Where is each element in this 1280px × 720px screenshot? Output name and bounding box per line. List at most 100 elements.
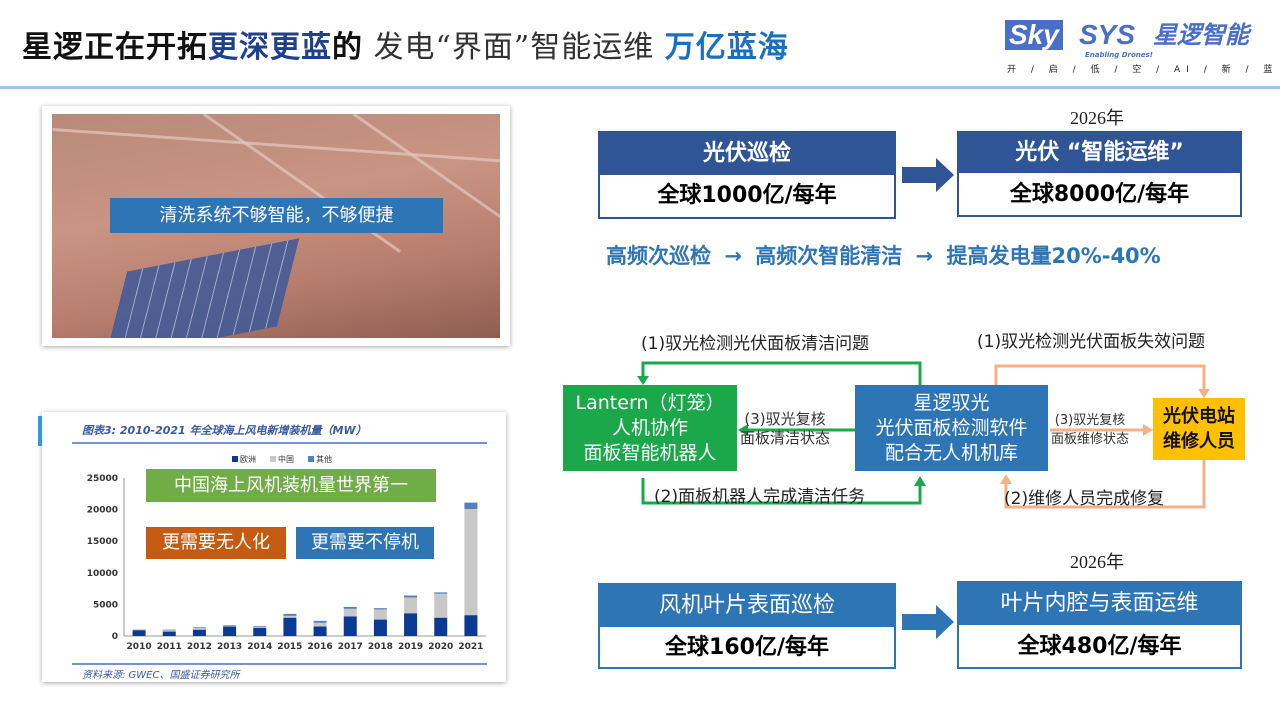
bar-中国-2014 bbox=[253, 626, 267, 628]
bar-欧洲-2010 bbox=[132, 630, 146, 636]
solar-panel-photo: 清洗系统不够智能，不够便捷 bbox=[42, 106, 510, 346]
arrow-right-icon bbox=[902, 158, 954, 192]
x-tick-label: 2018 bbox=[368, 642, 393, 652]
x-tick-label: 2021 bbox=[458, 642, 483, 652]
x-tick-label: 2017 bbox=[338, 642, 363, 652]
box-line: 星逻驭光 bbox=[913, 391, 990, 414]
box-line: 配合无人机机库 bbox=[884, 441, 1018, 464]
bar-欧洲-2013 bbox=[223, 626, 237, 636]
box-title: 光伏 “智能运维” bbox=[959, 133, 1240, 173]
year-label: 2026年 bbox=[1070, 552, 1124, 572]
flow-label-clean-done: (2)面板机器人完成清洁任务 bbox=[654, 487, 866, 507]
y-tick-label: 0 bbox=[112, 632, 118, 642]
slide-title: 星逻正在开拓更深更蓝的 发电“界面”智能运维 万亿蓝海 bbox=[22, 22, 789, 66]
bar-其他-2020 bbox=[434, 592, 448, 594]
year-label: 2026年 bbox=[1070, 108, 1124, 128]
lantern-robot-box: Lantern（灯笼） 人机协作 面板智能机器人 bbox=[563, 385, 737, 471]
bar-其他-2021 bbox=[464, 502, 478, 509]
legend-swatch bbox=[308, 456, 314, 462]
x-tick-label: 2014 bbox=[247, 642, 272, 652]
value-chain: 高频次巡检 → 高频次智能清洁 → 提高发电量20%-40% bbox=[606, 240, 1161, 270]
label-line: 面板维修状态 bbox=[1051, 432, 1130, 447]
title-part: 星逻正在开拓 bbox=[22, 30, 208, 65]
box-value: 全球480亿/每年 bbox=[1017, 634, 1182, 659]
bar-其他-2019 bbox=[404, 595, 418, 598]
flow-label-clean-detect: (1)驭光检测光伏面板清洁问题 bbox=[641, 334, 870, 354]
skysys-logo: Sky SYS 星逻智能 Enabling Drones! 开 / 启 / 低 … bbox=[1005, 19, 1280, 84]
bar-中国-2012 bbox=[192, 627, 206, 630]
x-tick-label: 2011 bbox=[157, 642, 182, 652]
bar-中国-2019 bbox=[404, 597, 418, 614]
bar-其他-2011 bbox=[162, 629, 176, 631]
title-divider bbox=[0, 86, 1280, 89]
logo-sys: SYS bbox=[1079, 19, 1136, 50]
solar-smart-ops-box: 光伏 “智能运维” 全球8000亿/每年 bbox=[957, 131, 1242, 217]
label-line: (3)驭光复核 bbox=[744, 410, 826, 428]
bar-其他-2012 bbox=[192, 627, 206, 628]
y-tick-label: 5000 bbox=[93, 600, 118, 610]
bar-中国-2015 bbox=[283, 615, 297, 618]
logo-sky: Sky bbox=[1005, 20, 1063, 50]
bar-其他-2018 bbox=[373, 608, 387, 610]
legend-label: 其他 bbox=[316, 454, 332, 464]
bar-中国-2013 bbox=[223, 625, 237, 627]
x-tick-label: 2020 bbox=[428, 642, 453, 652]
title-highlight-blue: 万亿蓝海 bbox=[664, 30, 789, 65]
yuguang-software-box: 星逻驭光 光伏面板检测软件 配合无人机机库 bbox=[855, 385, 1048, 471]
y-tick-label: 20000 bbox=[87, 506, 118, 516]
bar-中国-2021 bbox=[464, 508, 478, 616]
box-line: 光伏面板检测软件 bbox=[875, 416, 1028, 439]
bar-中国-2011 bbox=[162, 630, 176, 632]
logo-tagline: Enabling Drones! bbox=[1085, 51, 1153, 59]
bar-中国-2020 bbox=[434, 593, 448, 618]
box-value: 全球1000亿/每年 bbox=[657, 183, 837, 208]
box-line: 面板智能机器人 bbox=[583, 441, 717, 464]
solar-inspection-box: 光伏巡检 全球1000亿/每年 bbox=[598, 131, 896, 219]
bar-欧洲-2011 bbox=[162, 631, 176, 636]
bar-欧洲-2018 bbox=[373, 619, 387, 636]
arrow-right-icon bbox=[902, 605, 954, 639]
title-part: 的 bbox=[332, 30, 363, 65]
x-tick-label: 2013 bbox=[217, 642, 242, 652]
bar-欧洲-2015 bbox=[283, 617, 297, 636]
chain-step: 提高发电量20%-40% bbox=[946, 244, 1161, 268]
flow-label-clean-verify: (3)驭光复核面板清洁状态 bbox=[740, 410, 830, 448]
logo-slogan: 开 / 启 / 低 / 空 / AI / 新 / 蓝 / 海 bbox=[1007, 65, 1280, 75]
box-title: 风机叶片表面巡检 bbox=[600, 585, 894, 627]
flow-label-fault-detect: (1)驭光检测光伏面板失效问题 bbox=[977, 332, 1206, 352]
x-tick-label: 2019 bbox=[398, 642, 423, 652]
bar-中国-2016 bbox=[313, 622, 327, 627]
bar-其他-2015 bbox=[283, 613, 297, 616]
card-accent bbox=[38, 416, 42, 446]
box-title: 光伏巡检 bbox=[600, 133, 894, 175]
overlay-china-first: 中国海上风机装机量世界第一 bbox=[146, 469, 436, 502]
bar-中国-2017 bbox=[343, 608, 357, 617]
overlay-unmanned: 更需要无人化 bbox=[146, 527, 286, 559]
bar-其他-2017 bbox=[343, 606, 357, 609]
legend-swatch bbox=[232, 456, 238, 462]
title-highlight: 更深更蓝 bbox=[208, 30, 332, 65]
chain-arrow-icon: → bbox=[915, 244, 934, 268]
box-value: 全球160亿/每年 bbox=[665, 635, 829, 660]
box-line: 光伏电站 bbox=[1163, 406, 1235, 427]
box-value: 全球8000亿/每年 bbox=[1009, 182, 1190, 207]
bar-其他-2013 bbox=[223, 625, 237, 626]
chain-arrow-icon: → bbox=[724, 244, 742, 268]
bar-欧洲-2019 bbox=[404, 613, 418, 636]
chart-title: 图表3: 2010-2021 年全球海上风电新增装机量（MW） bbox=[82, 424, 367, 437]
x-tick-label: 2015 bbox=[277, 642, 302, 652]
chart-source: 资料来源: GWEC、国盛证券研究所 bbox=[82, 669, 241, 681]
offshore-wind-chart: 图表3: 2010-2021 年全球海上风电新增装机量（MW） 资料来源: GW… bbox=[72, 424, 487, 681]
x-tick-label: 2010 bbox=[127, 642, 152, 652]
blade-ops-box: 叶片内腔与表面运维 全球480亿/每年 bbox=[957, 581, 1242, 669]
flow-label-repair-done: (2)维修人员完成修复 bbox=[1004, 489, 1165, 509]
bar-欧洲-2020 bbox=[434, 617, 448, 636]
photo-caption: 清洗系统不够智能，不够便捷 bbox=[110, 198, 443, 233]
y-tick-label: 10000 bbox=[87, 569, 118, 579]
y-tick-label: 25000 bbox=[87, 474, 118, 484]
blade-inspection-box: 风机叶片表面巡检 全球160亿/每年 bbox=[598, 583, 896, 669]
flow-label-repair-verify: (3)驭光复核面板维修状态 bbox=[1051, 411, 1129, 449]
bar-欧洲-2012 bbox=[192, 629, 206, 636]
x-tick-label: 2016 bbox=[308, 642, 333, 652]
